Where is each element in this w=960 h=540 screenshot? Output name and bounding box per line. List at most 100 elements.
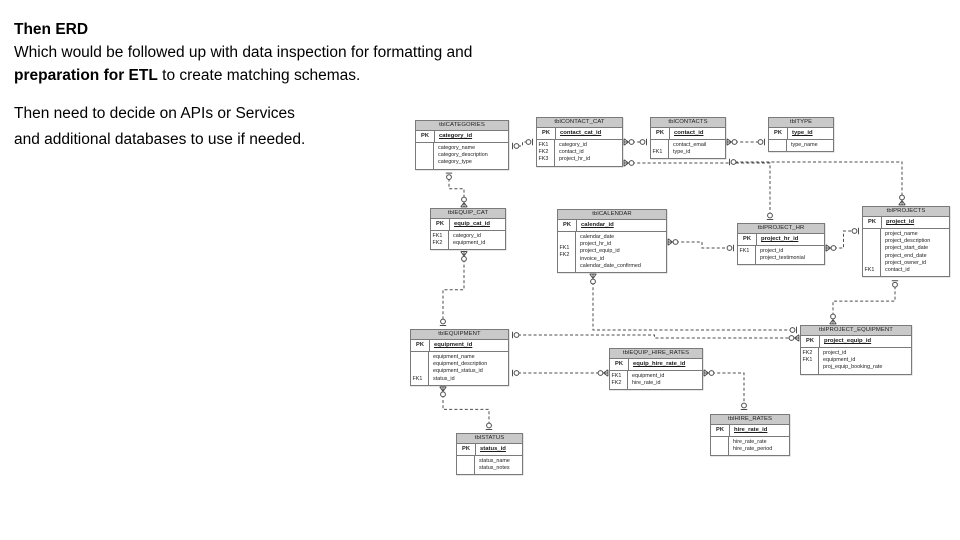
fk-tag: FK1 [739,248,750,254]
fk-tag: FK1 [611,373,622,379]
pk-tag: PK [801,336,820,347]
fk-tag-column: FK1 [863,229,881,277]
erd-table-title: tblSTATUS [457,434,522,444]
pk-field-name: status_id [480,446,506,452]
erd-table-title: tblPROJECT_EQUIPMENT [801,326,911,336]
pk-tag: PK [457,444,476,455]
slide-text-block: Then ERD Which would be followed up with… [14,18,614,153]
erd-attribute: category_id [559,142,587,148]
erd-primary-key-row: PK project_equip_id [801,336,911,348]
pk-field-name: project_equip_id [824,338,872,344]
erd-attribute: calendar_date_confirmed [580,262,641,269]
pk-field-name: equipment_id [434,342,473,348]
erd-attribute: hire_rate_period [733,446,773,453]
fk-tag: FK2 [802,350,813,356]
erd-table-title: tblCONTACTS [651,118,725,128]
fk-tag: FK1 [802,357,813,364]
slide-paragraph-2-line-1: Then need to decide on APIs or Services [14,105,295,122]
pk-tag: PK [416,131,435,142]
erd-attribute: hire_rate_id [632,380,661,387]
fk-tag: FK1 [652,149,663,156]
erd-attribute: contact_id [559,149,584,156]
erd-table-title: tblPROJECTS [863,207,949,217]
erd-table-title: tblCATEGORIES [416,121,508,131]
pk-field-name: contact_cat_id [560,130,602,136]
erd-primary-key-row: PK contact_cat_id [537,128,622,140]
fk-tag: FK1 [538,142,549,148]
pk-tag: PK [537,128,556,139]
erd-attribute: type_name [791,142,818,148]
etl-rest: to create matching schemas. [157,67,361,84]
fk-tag: FK2 [611,380,622,387]
pk-tag: PK [610,359,629,370]
erd-attribute: equipment_id [453,240,486,247]
slide-paragraph-2-line-2: and additional databases to use if neede… [14,131,306,148]
erd-primary-key-row: PK status_id [457,444,522,456]
erd-attribute: proj_equip_booking_rate [823,364,883,371]
erd-attribute: project_hr_id [559,156,591,163]
fk-tag-column [416,143,434,169]
erd-attribute: hire_rate_rate [733,439,767,445]
erd-attribute: status_notes [479,465,510,472]
erd-attribute: project_id [760,248,784,254]
fk-tag: FK1 [559,244,570,251]
pk-tag: PK [738,234,757,245]
fk-tag: FK2 [538,149,549,156]
erd-attribute: project_hr_id [580,241,612,248]
fk-tag: FK1 [432,233,443,239]
erd-attribute: project_name [885,231,918,237]
pk-field-name: type_id [792,130,813,136]
slide-paragraph-1-line-1: Which would be followed up with data ins… [14,44,473,61]
pk-tag: PK [711,425,730,436]
fk-tag: FK2 [559,252,570,258]
erd-attribute-body: type_name [769,140,833,152]
erd-table-title: tblTYPE [769,118,833,128]
erd-table-title: tblCONTACT_CAT [537,118,622,128]
fk-tag: FK2 [432,240,443,247]
erd-attribute: project_description [885,238,931,245]
fk-tag: FK1 [864,267,875,274]
erd-table-title: tblPROJECT_HR [738,224,824,234]
erd-attribute: project_end_date [885,252,927,259]
fk-tag-column: FK1 [411,352,429,385]
erd-table-title: tblEQUIP_HIRE_RATES [610,349,702,359]
erd-table-title: tblCALENDAR [558,210,666,220]
erd-table-title: tblEQUIPMENT [411,330,508,340]
pk-tag: PK [863,217,882,228]
fk-tag: FK1 [412,375,423,382]
attribute-column: type_name [787,140,833,151]
